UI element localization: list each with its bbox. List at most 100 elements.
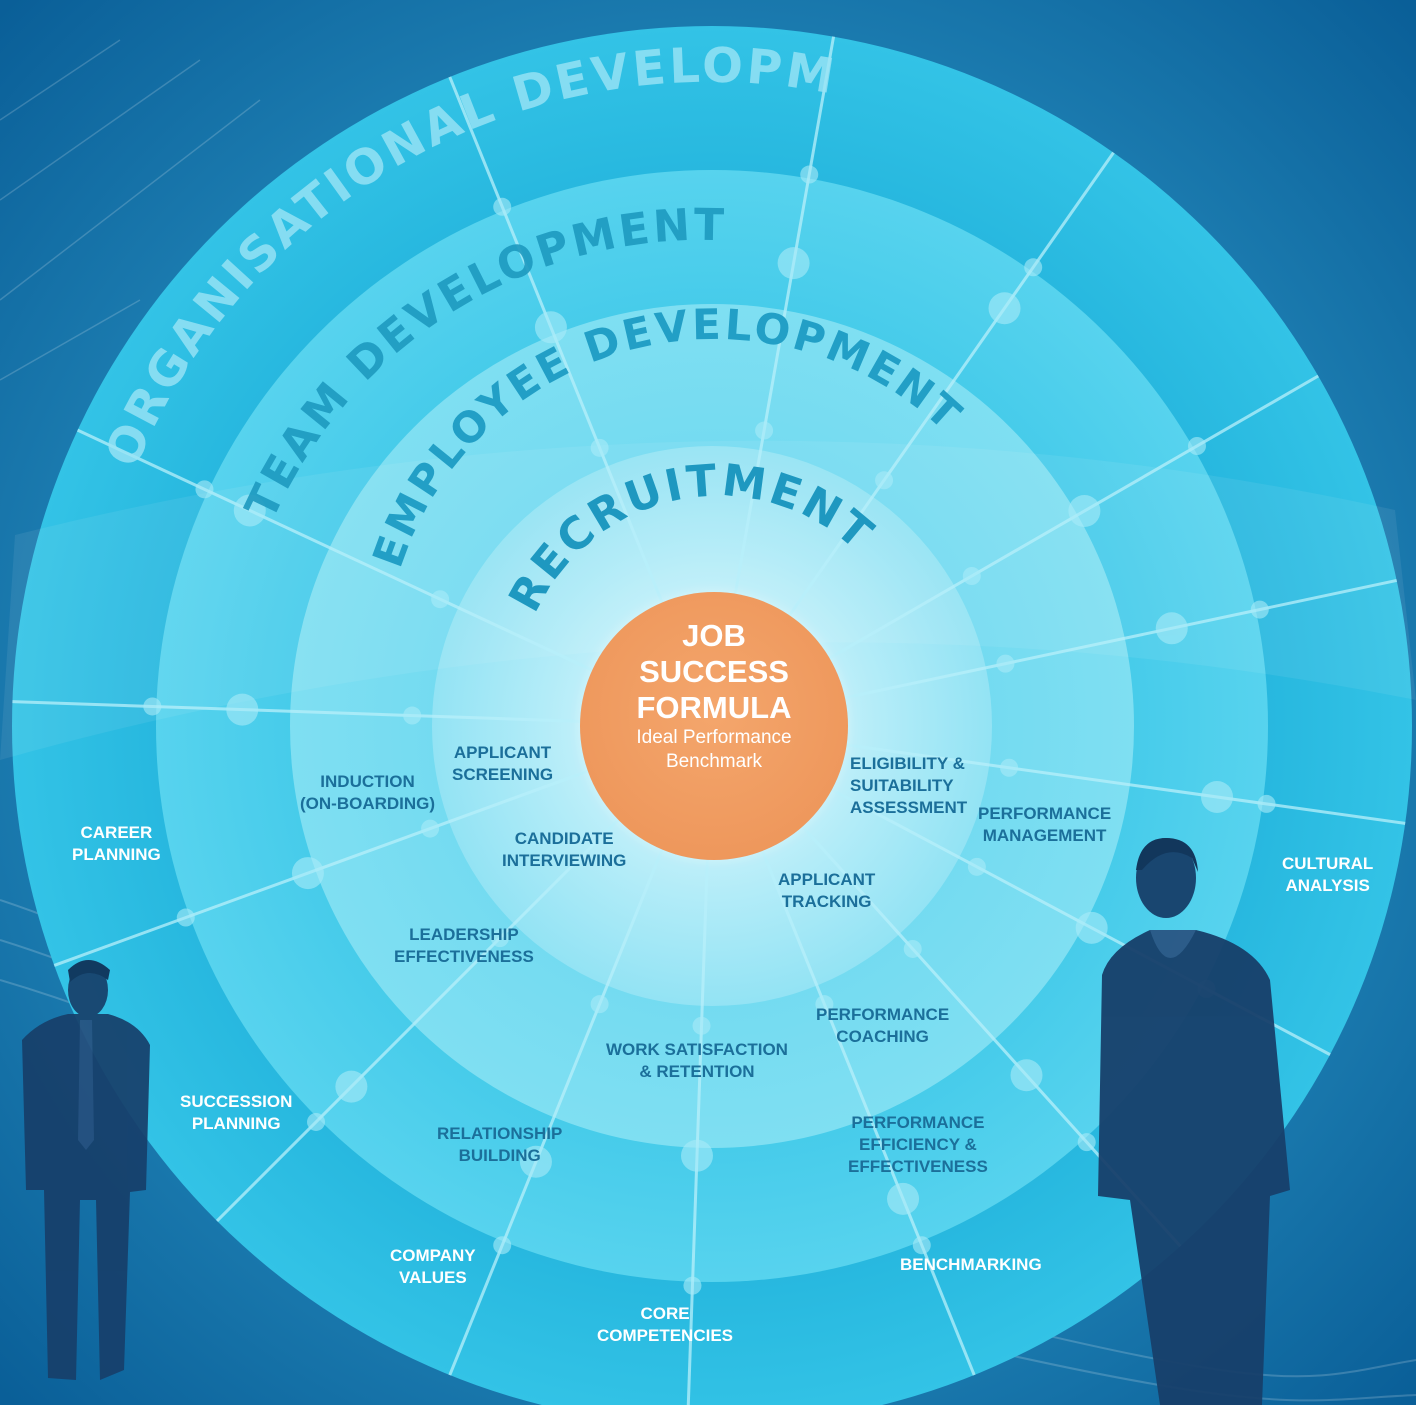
core-line-2: SUCCESS [639, 654, 789, 689]
spoke-node [912, 1236, 931, 1255]
label-line: BUILDING [458, 1146, 541, 1165]
label-induction: INDUCTION (ON-BOARDING) [300, 771, 435, 815]
label-work-satisfaction: WORK SATISFACTION & RETENTION [606, 1039, 788, 1083]
core-subtitle-1: Ideal Performance [636, 727, 792, 748]
label-performance-efficiency: PERFORMANCE EFFICIENCY & EFFECTIVENESS [848, 1112, 988, 1178]
label-performance-coaching: PERFORMANCE COACHING [816, 1004, 949, 1048]
label-line: ELIGIBILITY & [850, 754, 965, 773]
spoke-node [421, 819, 440, 838]
label-succession-planning: SUCCESSION PLANNING [180, 1091, 292, 1135]
label-line: INDUCTION [320, 772, 415, 791]
spoke-node [519, 1145, 552, 1178]
label-line: PERFORMANCE [978, 804, 1112, 823]
spoke-node [1201, 780, 1234, 813]
silhouette-right [1098, 838, 1290, 1405]
spoke-node [1257, 794, 1276, 813]
spoke-node [233, 494, 266, 527]
spoke-node [815, 995, 834, 1014]
spoke-node [962, 567, 981, 585]
label-line: CANDIDATE [514, 829, 614, 848]
label-applicant-screening: APPLICANT SCREENING [452, 742, 553, 786]
label-line: RELATIONSHIP [437, 1124, 563, 1143]
spoke-node [755, 421, 774, 440]
label-career-planning: CAREER PLANNING [72, 822, 161, 866]
nodes [143, 165, 1276, 1295]
label-line: SUCCESSION [180, 1092, 293, 1111]
label-line: INTERVIEWING [502, 851, 627, 870]
label-line: CAREER [80, 823, 153, 842]
spoke-node [996, 654, 1015, 673]
label-line: BENCHMARKING [900, 1255, 1042, 1274]
spoke-node [1068, 495, 1101, 527]
label-line: & RETENTION [639, 1062, 755, 1081]
spoke-node [988, 292, 1021, 325]
spoke-node [777, 247, 810, 280]
job-success-formula-core: JOB SUCCESS FORMULA Ideal Performance Be… [580, 592, 848, 860]
label-line: ASSESSMENT [850, 798, 968, 817]
label-company-values: COMPANY VALUES [390, 1245, 476, 1289]
label-line: APPLICANT [778, 870, 876, 889]
label-applicant-tracking: APPLICANT TRACKING [778, 869, 875, 913]
spoke-node [534, 311, 567, 344]
core-subtitle-2: Benchmark [665, 751, 763, 772]
spoke-node [1187, 437, 1206, 455]
core-line-3: FORMULA [636, 690, 792, 725]
label-eligibility-assessment: ELIGIBILITY & SUITABILITY ASSESSMENT [850, 753, 967, 819]
spoke-node [176, 908, 195, 927]
spoke-node [692, 1016, 711, 1035]
label-performance-management: PERFORMANCE MANAGEMENT [978, 803, 1111, 847]
label-leadership-effectiveness: LEADERSHIP EFFECTIVENESS [394, 924, 534, 968]
label-line: LEADERSHIP [409, 925, 519, 944]
spoke-node [680, 1139, 713, 1172]
spoke-node [1155, 612, 1188, 645]
label-line: EFFECTIVENESS [848, 1157, 988, 1176]
label-benchmarking: BENCHMARKING [900, 1254, 1042, 1276]
spoke-node [226, 693, 259, 726]
label-line: EFFECTIVENESS [394, 947, 534, 966]
label-line: SUITABILITY [850, 776, 954, 795]
spoke-node [800, 165, 819, 184]
spoke-node [683, 1276, 702, 1295]
label-line: COACHING [836, 1027, 929, 1046]
spoke-node [590, 438, 609, 457]
spoke-node [490, 929, 509, 948]
spoke-node [887, 1182, 920, 1215]
spoke-node [590, 995, 609, 1014]
spoke-node [493, 197, 512, 216]
spoke-node [967, 857, 986, 876]
spoke-node [431, 590, 450, 609]
core-line-1: JOB [682, 618, 746, 653]
spoke-node [875, 471, 894, 490]
label-line: MANAGEMENT [982, 826, 1107, 845]
label-line: COMPETENCIES [597, 1326, 734, 1345]
spoke-node [1250, 600, 1269, 619]
label-line: CULTURAL [1282, 854, 1374, 873]
spoke-node [307, 1112, 326, 1131]
label-line: APPLICANT [453, 743, 552, 762]
spoke-node [493, 1236, 512, 1255]
spoke-node [903, 939, 922, 958]
label-line: PLANNING [191, 1114, 281, 1133]
label-line: PLANNING [72, 845, 161, 864]
spoke-node [1075, 911, 1108, 944]
spoke-node [1024, 258, 1043, 277]
label-line: WORK SATISFACTION [606, 1040, 788, 1059]
label-line: COMPANY [390, 1246, 476, 1265]
label-line: PERFORMANCE [816, 1005, 950, 1024]
label-line: PERFORMANCE [851, 1113, 985, 1132]
label-line: (ON-BOARDING) [300, 794, 436, 813]
label-cultural-analysis: CULTURAL ANALYSIS [1282, 853, 1373, 897]
spoke-node [403, 706, 422, 725]
label-core-competencies: CORE COMPETENCIES [597, 1303, 733, 1347]
spoke-node [335, 1070, 368, 1103]
label-candidate-interviewing: CANDIDATE INTERVIEWING [502, 828, 626, 872]
label-line: EFFICIENCY & [859, 1135, 977, 1154]
spoke-node [1000, 758, 1019, 777]
silhouette-left [22, 960, 150, 1380]
spoke-node [143, 697, 162, 716]
label-relationship-building: RELATIONSHIP BUILDING [437, 1123, 562, 1167]
label-line: VALUES [398, 1268, 467, 1287]
label-line: CORE [640, 1304, 690, 1323]
label-line: SCREENING [452, 765, 554, 784]
